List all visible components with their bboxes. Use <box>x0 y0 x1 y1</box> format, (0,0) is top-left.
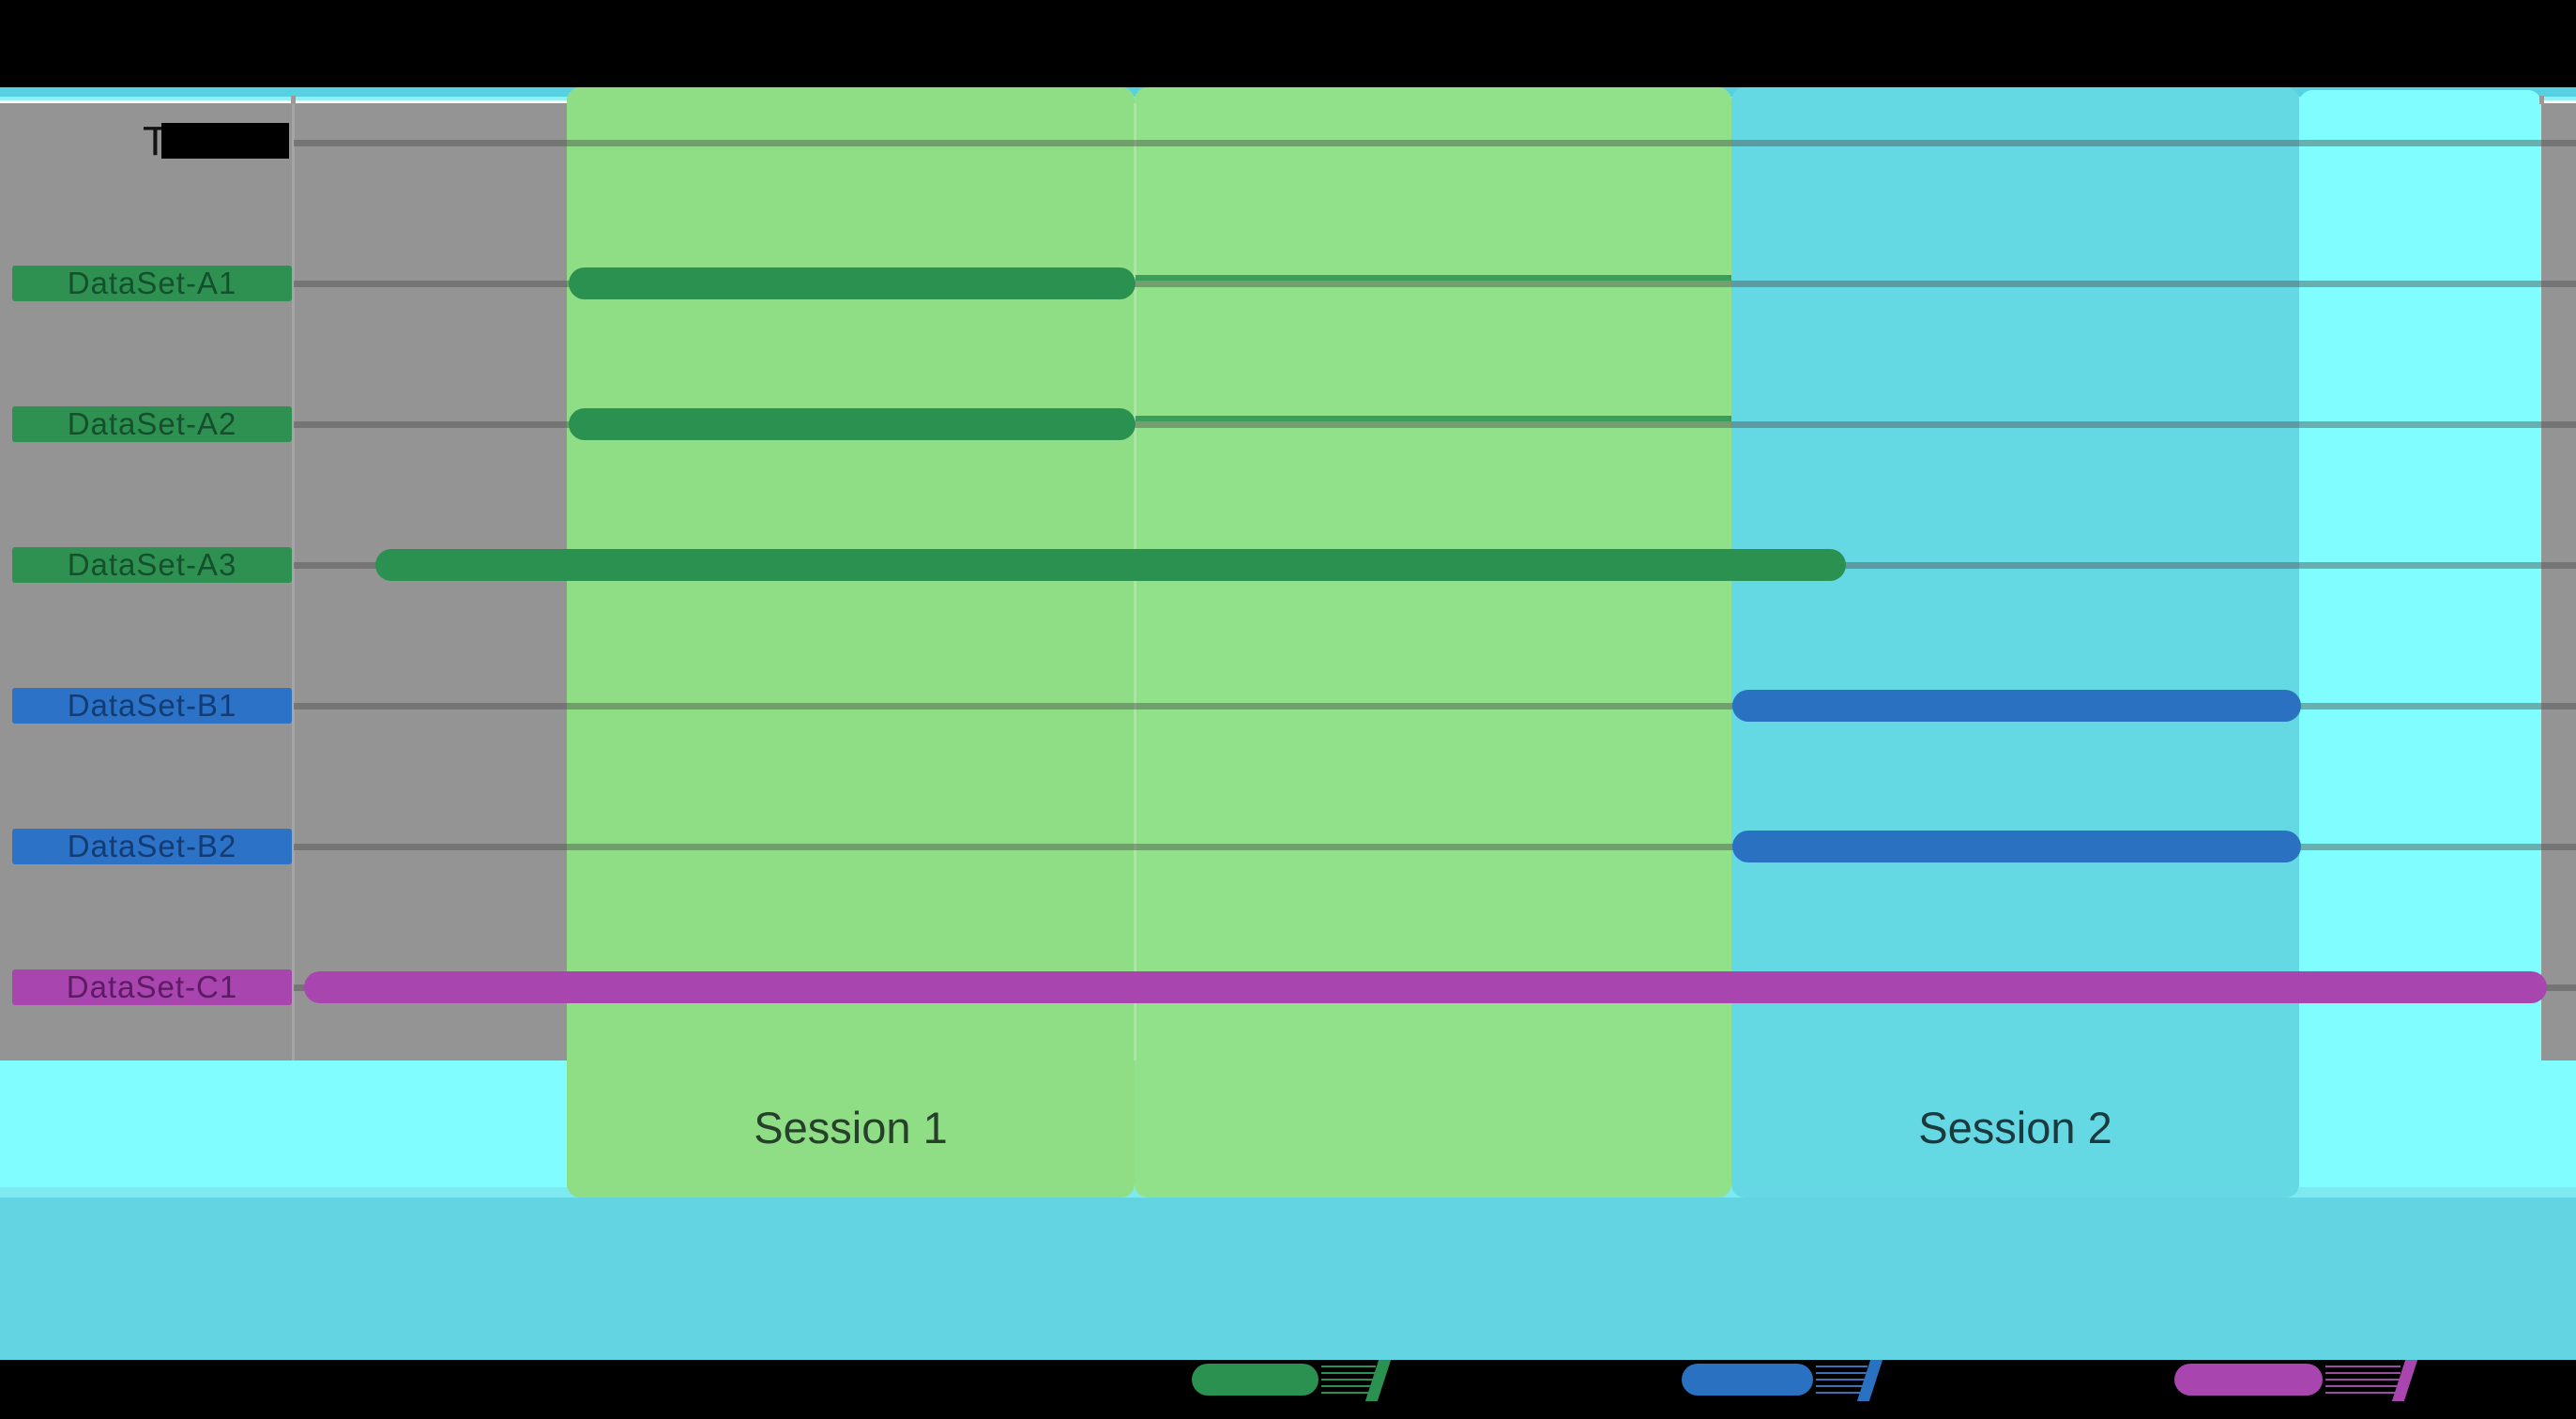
gridline-header-row <box>294 140 2576 146</box>
session-2-label: Session 2 <box>1918 1103 2112 1152</box>
legend-label-redacted-group-b <box>1816 1366 1867 1394</box>
legend-swatch-group-c[interactable] <box>2174 1364 2323 1396</box>
session-1-band <box>567 87 1135 1198</box>
bright-cyan-band <box>2299 90 2541 1185</box>
header-redaction-box <box>161 123 289 159</box>
bar-dataset-a3[interactable] <box>375 549 1846 581</box>
bar-extension-a2 <box>1136 416 1731 421</box>
gridline-row-a2 <box>294 421 2576 428</box>
footer-cyan-band <box>0 1198 2576 1360</box>
legend-label-redacted-group-a <box>1321 1366 1376 1394</box>
legend-label-redacted-group-c <box>2325 1366 2401 1394</box>
bar-extension-a1 <box>1136 275 1731 281</box>
row-label-dataset-a2: DataSet-A2 <box>12 406 292 442</box>
gridline-row-b2 <box>294 844 2576 850</box>
legend-swatch-group-a[interactable] <box>1192 1364 1318 1396</box>
mid-green-gridline <box>1134 103 1136 1060</box>
left-axis-gridline <box>292 103 295 1060</box>
bar-dataset-b1[interactable] <box>1732 690 2301 722</box>
session-1-band-right-segment <box>1135 87 1731 1198</box>
bar-dataset-a1[interactable] <box>569 267 1136 299</box>
row-label-dataset-a1: DataSet-A1 <box>12 266 292 301</box>
bar-dataset-a2[interactable] <box>569 408 1136 440</box>
row-label-dataset-b1: DataSet-B1 <box>12 688 292 724</box>
bar-dataset-c1[interactable] <box>304 971 2547 1003</box>
row-label-dataset-a3: DataSet-A3 <box>12 547 292 583</box>
right-axis-tick <box>2539 96 2544 104</box>
gridline-row-b1 <box>294 703 2576 710</box>
row-label-dataset-c1: DataSet-C1 <box>12 969 292 1005</box>
row-label-dataset-b2: DataSet-B2 <box>12 829 292 864</box>
session-2-band <box>1731 87 2299 1198</box>
session-1-label: Session 1 <box>754 1103 948 1152</box>
legend-swatch-group-b[interactable] <box>1682 1364 1813 1396</box>
left-axis-tick <box>291 96 296 104</box>
gridline-row-a1 <box>294 281 2576 287</box>
bar-dataset-b2[interactable] <box>1732 831 2301 862</box>
